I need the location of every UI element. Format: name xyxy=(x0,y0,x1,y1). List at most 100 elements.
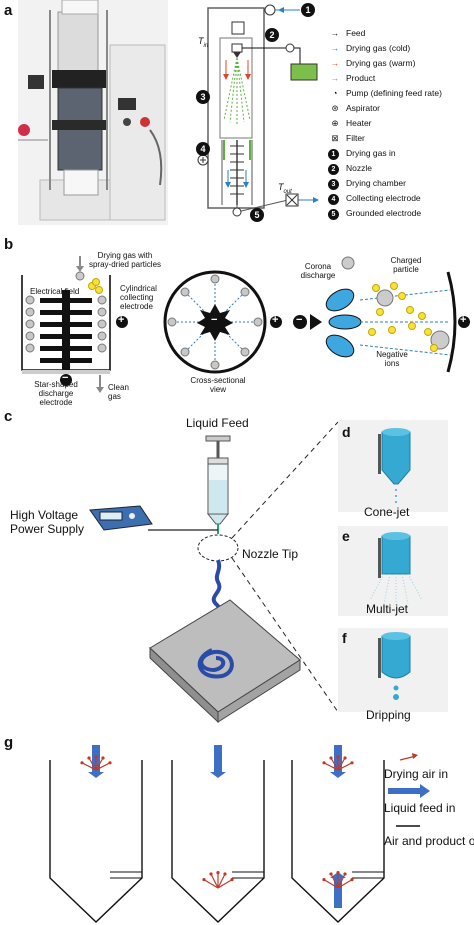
c-nozzle-tip-label: Nozzle Tip xyxy=(242,547,299,561)
drying-air-arrow-head xyxy=(329,872,333,876)
legend-a-item: → Product xyxy=(328,73,376,83)
badge-4: 4 xyxy=(196,142,210,156)
legend-a-text: Feed xyxy=(346,28,366,38)
drying-air-arrow xyxy=(330,873,339,889)
drying-air-arrow xyxy=(217,879,233,889)
legend-arrow-icon: → xyxy=(330,43,340,53)
drying-air-arrow-head xyxy=(216,871,220,875)
b-electrical-field-label: Electrical field xyxy=(30,287,80,296)
legend-arrow-icon: → xyxy=(330,28,340,38)
filter-icon: ⊠ xyxy=(331,133,339,143)
b-negative-ions-label: Negative ions xyxy=(376,350,408,368)
drying-air-arrow-head xyxy=(108,761,112,765)
liquid-feed-arrow xyxy=(88,745,104,778)
d-caption: Cone-jet xyxy=(364,505,410,519)
drying-air-arrow xyxy=(210,873,219,889)
legend-a-item: ⊛Aspirator xyxy=(328,103,380,114)
legend-a-item: →Drying gas (warm) xyxy=(328,58,416,68)
drying-air-arrow-head xyxy=(350,878,354,882)
drying-air-arrow xyxy=(337,879,353,889)
panel-a-label: a xyxy=(4,2,13,19)
b-plus-sign-left: + xyxy=(118,314,125,326)
legend-a-text: Nozzle xyxy=(346,163,372,173)
drying-air-arrow-head xyxy=(322,761,326,765)
badge-2: 2 xyxy=(265,28,279,42)
legend-a-text: Pump (defining feed rate) xyxy=(346,88,442,98)
legend-air-arrow-head xyxy=(412,753,418,759)
b-drying-gas-label: Drying gas with spray-dried particles xyxy=(88,251,162,269)
drying-air-arrow xyxy=(323,762,339,771)
legend-a-item: ⊕Heater xyxy=(328,118,371,129)
drying-air-arrow-head xyxy=(343,872,347,876)
b-charged-particle-label: Charged particle xyxy=(390,256,422,274)
drying-air-arrow-head xyxy=(80,761,84,765)
drying-air-arrow-head xyxy=(343,756,347,760)
drying-air-arrow-head xyxy=(87,756,91,760)
tin-label: Tin xyxy=(198,36,209,49)
legend-a-text: Product xyxy=(346,73,376,83)
b-star-electrode-label: Star-shaped discharge electrode xyxy=(34,380,78,407)
c-liquid-feed-label: Liquid Feed xyxy=(186,416,249,430)
number-badge-icon: 1 xyxy=(328,149,339,160)
number-badge-icon: 2 xyxy=(328,164,339,175)
pump-icon: ◔ xyxy=(332,88,338,98)
drying-air-arrow-head xyxy=(230,878,234,882)
drying-air-arrow-head xyxy=(209,872,213,876)
number-badge-icon: 3 xyxy=(328,179,339,190)
legend-arrow-icon: → xyxy=(330,73,340,83)
drying-air-arrow xyxy=(323,879,339,889)
e-caption: Multi-jet xyxy=(366,602,409,616)
b-corona-label: Corona discharge xyxy=(300,262,336,280)
b-minus-sign-left: − xyxy=(62,372,69,384)
drying-air-arrow-head xyxy=(94,755,98,759)
legend-a-item: ⊠ Filter xyxy=(328,133,365,144)
g-legend-liquid-label: Liquid feed in xyxy=(384,801,456,815)
drying-air-arrow xyxy=(95,762,111,771)
badge-5: 5 xyxy=(250,208,264,222)
panel-f-label: f xyxy=(342,630,347,646)
drying-air-arrow xyxy=(95,757,104,771)
panel-c-label: c xyxy=(4,408,13,425)
legend-arrow-icon: → xyxy=(330,58,340,68)
legend-liquid-arrow-icon xyxy=(388,784,430,798)
drying-air-arrow xyxy=(88,757,97,771)
legend-a-text: Aspirator xyxy=(346,103,381,113)
heater-icon: ⊕ xyxy=(331,118,339,128)
number-badge-icon: 5 xyxy=(328,209,339,220)
c-hv-line2: Power Supply xyxy=(10,522,85,536)
drying-air-arrow xyxy=(217,873,226,889)
b-plus-sign-right: + xyxy=(460,314,467,326)
legend-a-text: Drying gas (cold) xyxy=(346,43,411,53)
panel-d-label: d xyxy=(342,424,351,440)
badge-1: 1 xyxy=(301,3,315,17)
liquid-feed-arrow xyxy=(330,872,346,908)
g-legend-out-label: Air and product out xyxy=(384,834,474,848)
drying-air-arrow-head xyxy=(350,761,354,765)
legend-a-text: Filter xyxy=(346,133,365,143)
drying-air-arrow-head xyxy=(223,872,227,876)
liquid-feed-arrow xyxy=(210,745,226,778)
drying-air-arrow xyxy=(337,873,346,889)
legend-a-item: 4 Collecting electrode xyxy=(328,193,421,205)
legend-a-item: → Feed xyxy=(328,28,366,38)
drying-air-arrow xyxy=(330,757,339,771)
legend-air-arrow-icon xyxy=(399,755,417,761)
f-caption: Dripping xyxy=(366,708,411,722)
drying-air-arrow xyxy=(337,757,346,771)
b-clean-gas-label: Clean gas xyxy=(108,383,129,401)
drying-air-arrow xyxy=(337,762,353,771)
drying-air-arrow-head xyxy=(322,878,326,882)
b-minus-sign-corona: − xyxy=(296,314,303,326)
legend-a-text: Drying chamber xyxy=(346,178,406,188)
drying-air-arrow xyxy=(81,762,97,771)
drying-air-arrow-head xyxy=(336,871,340,875)
b-minus-sign-center: − xyxy=(211,314,218,326)
number-badge-icon: 4 xyxy=(328,194,339,205)
g-legend-air-label: Drying air in xyxy=(384,767,449,781)
legend-a-text: Collecting electrode xyxy=(346,193,421,203)
legend-a-item: 2 Nozzle xyxy=(328,163,372,175)
drying-air-arrow-head xyxy=(336,755,340,759)
liquid-feed-arrow xyxy=(330,745,346,778)
legend-a-text: Grounded electrode xyxy=(346,208,422,218)
